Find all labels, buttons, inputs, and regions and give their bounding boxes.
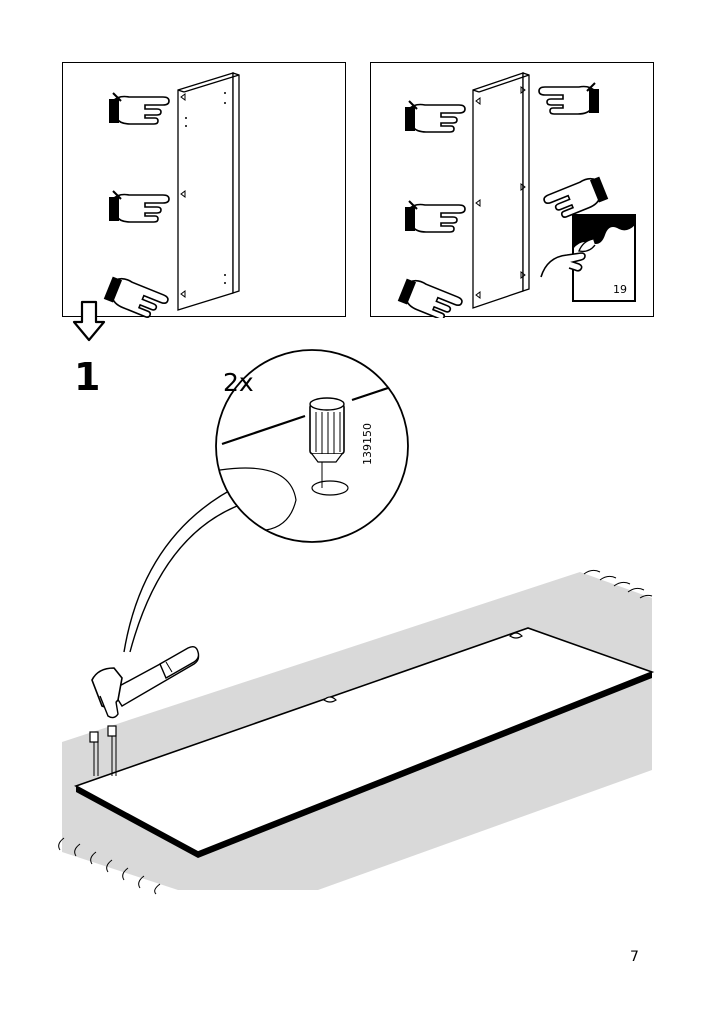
reference-page-number: 19 [613, 283, 627, 296]
side-panel-board [472, 72, 530, 309]
panel-left [62, 62, 346, 318]
panel-right: 19 [370, 62, 654, 318]
panel-clip-markers [180, 93, 186, 298]
pointing-hand-icon [538, 82, 599, 115]
side-panel-board [177, 72, 240, 311]
board-clip-markers [323, 632, 523, 703]
hammer-icon [91, 645, 200, 719]
page-number: 7 [630, 949, 639, 965]
pointing-hand-icon [397, 278, 463, 318]
pointing-hand-icon [109, 92, 170, 125]
dowel-icon [309, 397, 345, 463]
panel-right-illustration [397, 72, 636, 318]
step-illustration [58, 349, 655, 895]
panel-clip-markers [475, 86, 526, 299]
pointing-hand-icon [405, 100, 466, 133]
pointing-hand-icon [109, 190, 170, 223]
quantity-label: 2x [223, 368, 254, 397]
panel-hole-markers [185, 92, 226, 284]
board [74, 627, 655, 858]
detail-magnifier [215, 349, 409, 543]
pointing-hand-icon [543, 176, 609, 218]
pointing-hand-icon [103, 276, 169, 318]
step-number: 1 [74, 355, 101, 399]
down-arrow-icon [72, 300, 106, 342]
panel-left-illustration [103, 72, 240, 318]
peel-sticker-icon [540, 214, 636, 302]
pointing-hand-icon [405, 200, 466, 233]
peg-icon [107, 725, 117, 776]
part-number: 139150 [361, 423, 374, 465]
peg-icon [89, 731, 99, 776]
